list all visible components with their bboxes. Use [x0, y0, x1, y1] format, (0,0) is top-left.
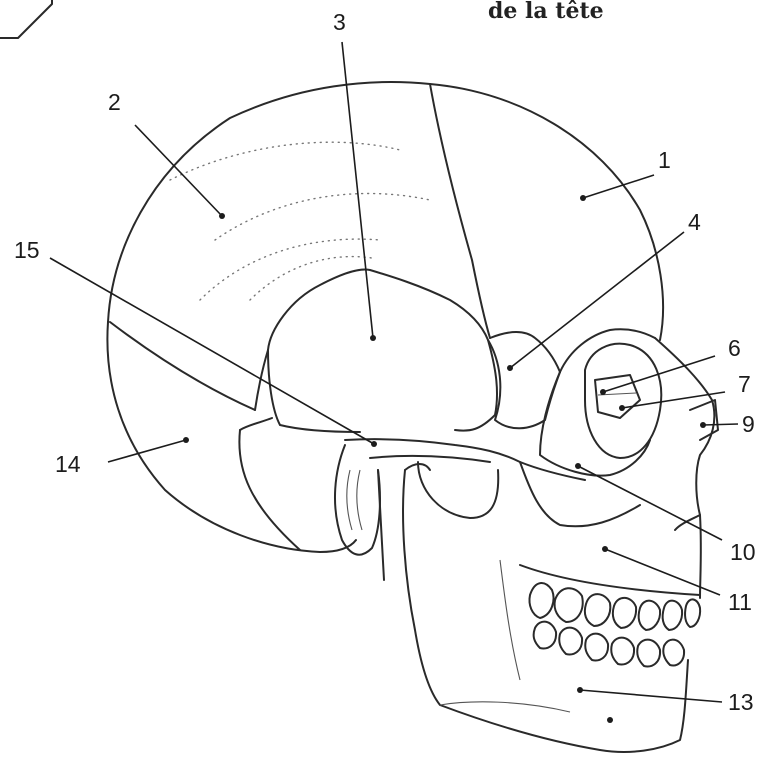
- label-10-number: 9: [742, 411, 755, 437]
- label-1: 1: [580, 147, 671, 201]
- cranium: [107, 82, 663, 552]
- label-13: 13: [577, 687, 754, 723]
- label-7: 7: [619, 371, 751, 411]
- label-1-number: 1: [658, 147, 671, 173]
- label-2-number: 2: [108, 89, 121, 115]
- page-title-fragment: de la tête: [488, 0, 604, 24]
- label-10: 9: [700, 411, 755, 437]
- label-15: 15: [14, 237, 377, 447]
- label-4-number: 4: [688, 209, 701, 235]
- label-14: 14: [55, 437, 189, 477]
- label-13-number: 13: [728, 689, 754, 715]
- label-15-number: 15: [14, 237, 40, 263]
- label-2: 2: [108, 89, 225, 219]
- labels: 1 2 3 4 6 7: [14, 9, 756, 723]
- label-3: 3: [333, 9, 376, 341]
- label-6-number: 6: [728, 335, 741, 361]
- teeth: [529, 583, 700, 666]
- label-9-number: 10: [730, 539, 756, 565]
- label-3-number: 3: [333, 9, 346, 35]
- mandible: [403, 464, 688, 752]
- label-7-number: 7: [738, 371, 751, 397]
- corner-badge: [0, 0, 52, 38]
- label-11-number: 11: [728, 589, 752, 615]
- label-14-number: 14: [55, 451, 81, 477]
